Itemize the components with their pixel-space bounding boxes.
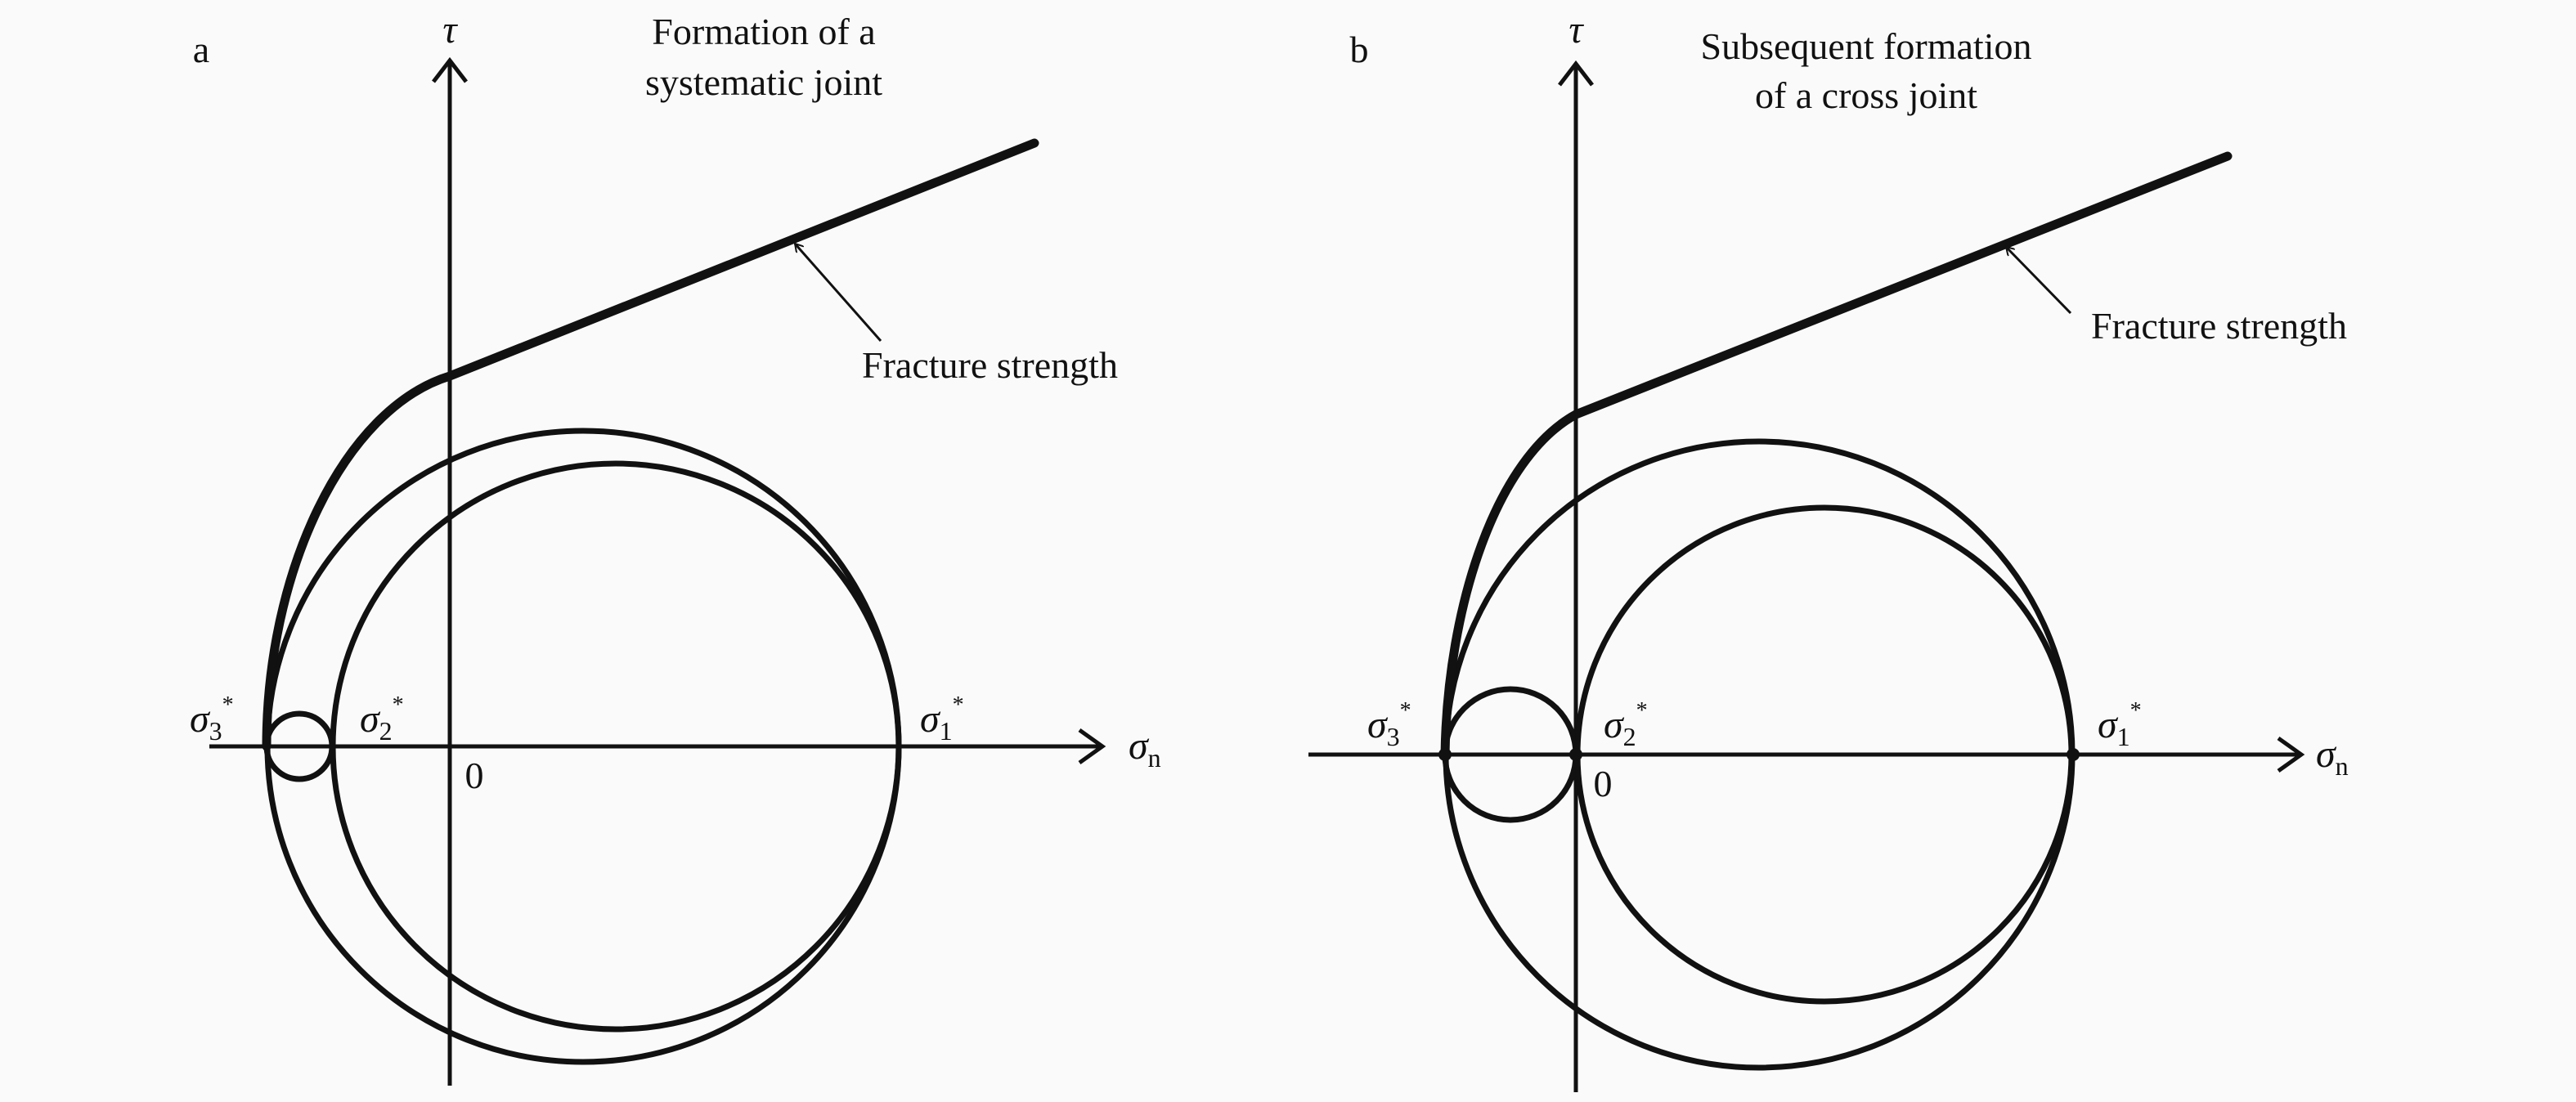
sigma-n-axis-label: σn [1129,724,1161,773]
panel-b: b Subsequent formation of a cross joint … [1308,8,2349,1092]
fracture-strength-envelope [1440,151,2233,759]
sigma1-label: σ1* [2098,698,2142,751]
panel-a: a Formation of a systematic joint τ σn 0… [190,8,1161,1086]
envelope-label: Fracture strength [2091,305,2347,347]
sigma-n-axis-arrow-icon [2277,736,2305,773]
panel-title-line-2: systematic joint [645,61,882,103]
panel-label: a [193,29,209,70]
sigma2-label: σ2* [360,692,404,746]
origin-label: 0 [1594,763,1613,804]
sigma3-label: σ3* [1367,698,1411,751]
panel-title-line-1: Subsequent formation [1701,25,2032,67]
pointer-arrow-icon [2006,247,2072,315]
fracture-strength-envelope [262,138,1039,751]
sigma-n-axis-label: σn [2316,732,2349,781]
tau-axis-label: τ [442,8,458,52]
panel-title-line-2: of a cross joint [1755,74,1977,116]
tau-axis-arrow-icon [432,56,468,83]
mohr-circle-s2-s1 [330,460,902,1033]
sigma3-point [1438,748,1452,761]
panel-label: b [1350,29,1369,70]
panel-title-line-1: Formation of a [652,11,875,52]
sigma3-label: σ3* [190,692,234,746]
pointer-arrow-icon [795,244,882,342]
sigma-n-axis-arrow-icon [1078,728,1106,765]
tau-axis-label: τ [1568,8,1584,52]
tau-axis-arrow-icon [1558,60,1594,87]
sigma2-label: σ2* [1604,698,1648,751]
envelope-label: Fracture strength [862,344,1118,386]
sigma2-point [1569,748,1582,761]
sigma1-label: σ1* [920,692,964,746]
origin-label: 0 [465,755,484,796]
sigma1-point [2067,748,2080,761]
